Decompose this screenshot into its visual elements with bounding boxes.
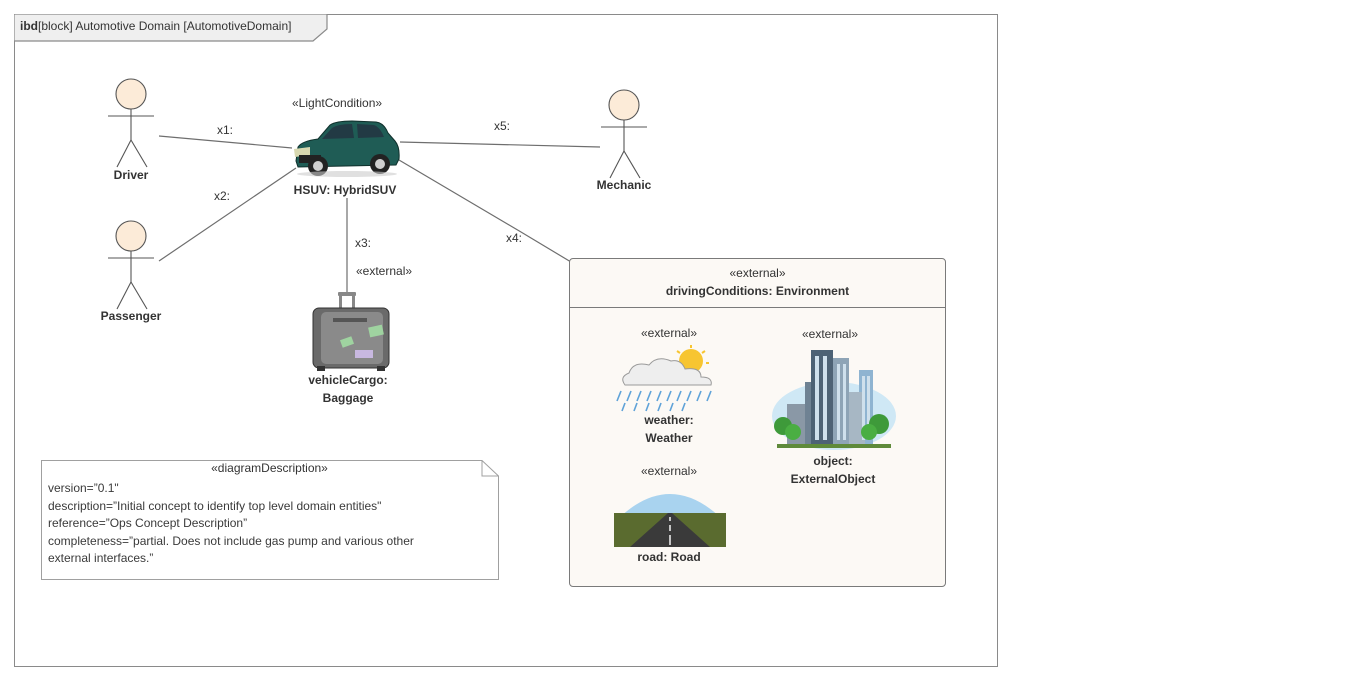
road-stereotype: «external» xyxy=(640,464,698,478)
object-stereotype: «external» xyxy=(801,327,859,341)
buildings-icon[interactable] xyxy=(771,348,897,452)
passenger-actor-icon[interactable] xyxy=(108,220,154,312)
frame-title: ibd[block] Automotive Domain [Automotive… xyxy=(20,19,291,33)
note-line: version=”0.1" xyxy=(48,481,119,495)
environment-separator xyxy=(570,307,945,308)
hsuv-stereotype: «LightCondition» xyxy=(292,96,383,110)
weather-stereotype: «external» xyxy=(640,326,698,340)
weather-name-line1: weather: xyxy=(644,413,694,427)
note-text: version=”0.1" description=”Initial conce… xyxy=(48,480,414,568)
hsuv-name: HSUV: HybridSUV xyxy=(293,183,397,197)
cargo-name-line1: vehicleCargo: xyxy=(308,373,388,387)
weather-name-line2: Weather xyxy=(645,431,693,445)
object-name-line1: object: xyxy=(813,454,853,468)
passenger-label: Passenger xyxy=(100,309,162,323)
connector-x1-label: x1: xyxy=(217,123,234,137)
mechanic-label: Mechanic xyxy=(596,178,652,192)
note-line: description=”Initial concept to identify… xyxy=(48,498,382,513)
note-line: external interfaces.” xyxy=(48,551,154,565)
frame-tab xyxy=(14,14,328,42)
connector-x1-line[interactable] xyxy=(158,135,293,149)
object-name-line2: ExternalObject xyxy=(790,472,876,486)
mechanic-actor-icon[interactable] xyxy=(601,89,647,181)
suitcase-icon[interactable] xyxy=(311,292,391,372)
diagram-description-note[interactable] xyxy=(41,460,501,582)
car-icon[interactable] xyxy=(292,119,402,181)
driver-actor-icon[interactable] xyxy=(108,78,154,170)
note-line: reference=”Ops Concept Description” xyxy=(48,516,248,530)
cargo-stereotype: «external» xyxy=(356,264,413,278)
note-line: completeness=”partial. Does not include … xyxy=(48,533,414,548)
connector-x3-label: x3: xyxy=(355,236,372,250)
connector-x2-label: x2: xyxy=(214,189,231,203)
environment-stereotype: «external» xyxy=(729,266,786,280)
note-stereotype: «diagramDescription» xyxy=(211,461,328,475)
driver-label: Driver xyxy=(113,168,149,182)
frame-title-text: [block] Automotive Domain [AutomotiveDom… xyxy=(38,19,292,33)
environment-name: drivingConditions: Environment xyxy=(665,284,850,298)
connector-x5-label: x5: xyxy=(494,119,511,133)
frame-kind: ibd xyxy=(20,19,38,33)
rain-cloud-icon[interactable] xyxy=(613,345,725,413)
connector-x5-line[interactable] xyxy=(399,141,601,148)
connector-x4-line[interactable] xyxy=(398,159,572,263)
road-name: road: Road xyxy=(637,550,701,564)
connector-x2-line[interactable] xyxy=(158,167,297,262)
connector-x4-label: x4: xyxy=(506,231,523,245)
diagram-frame xyxy=(14,14,998,667)
cargo-name-line2: Baggage xyxy=(322,391,374,405)
road-icon[interactable] xyxy=(614,483,726,549)
